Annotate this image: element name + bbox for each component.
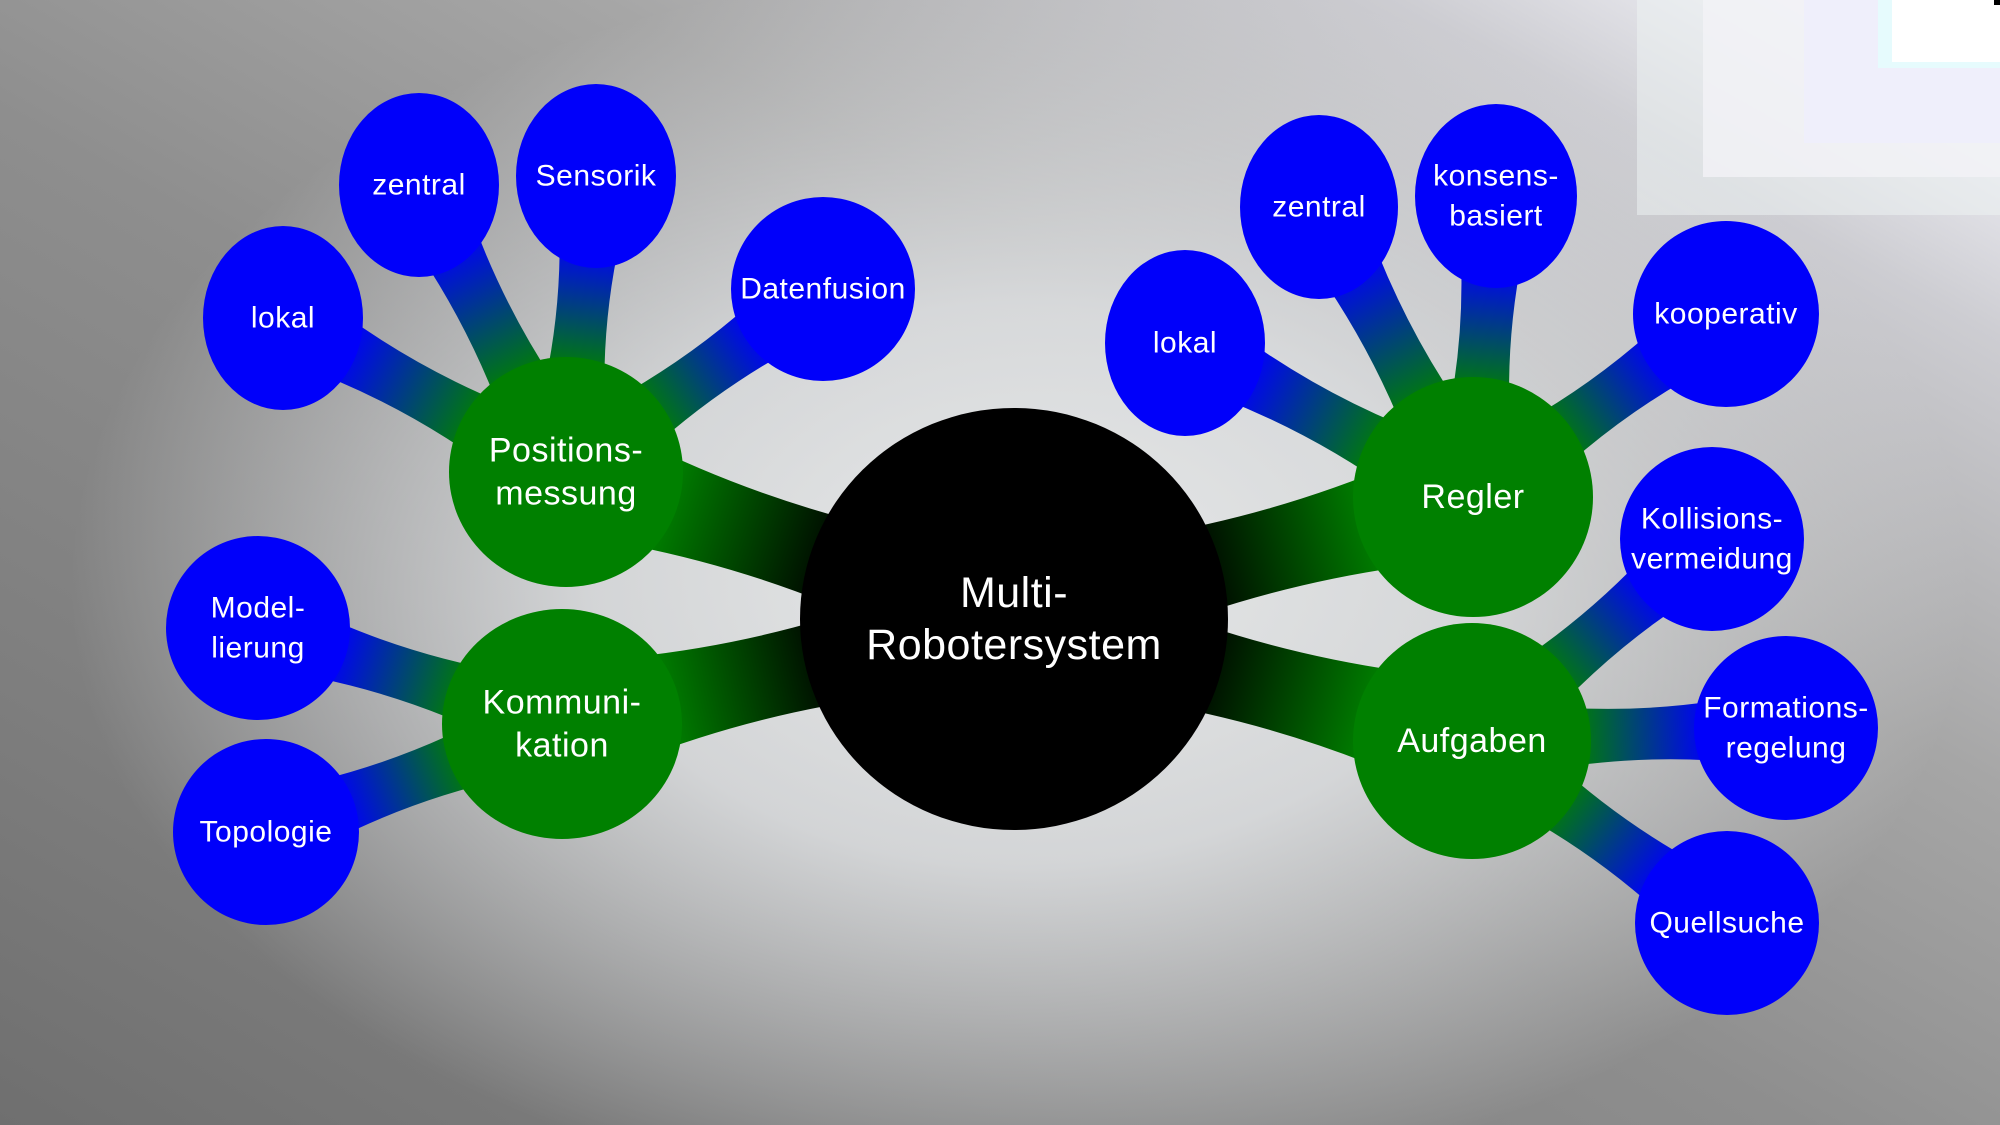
node-shape-kommunikation	[442, 609, 682, 839]
corner-artifact	[1994, 0, 2000, 5]
node-shape-positionsmessung	[449, 357, 683, 587]
node-shape-aufgaben	[1353, 623, 1591, 859]
node-zentral-links: zentral	[339, 93, 499, 277]
node-lokal-rechts: lokal	[1105, 250, 1265, 436]
node-label-zentral-links: zentral	[372, 169, 466, 202]
node-label-topologie: Topologie	[200, 816, 333, 849]
node-shape-zentral-links	[339, 93, 499, 277]
node-zentral-rechts: zentral	[1240, 115, 1398, 299]
node-shape-konsens-basiert	[1415, 104, 1577, 288]
node-label-konsens-basiert: konsens-basiert	[1433, 160, 1559, 233]
node-shape-kooperativ	[1633, 221, 1819, 407]
node-modellierung: Model-lierung	[166, 536, 350, 720]
node-label-modellierung: Model-lierung	[211, 592, 306, 665]
node-shape-multi-robotersystem	[800, 408, 1228, 830]
node-label-quellsuche: Quellsuche	[1649, 907, 1804, 940]
node-label-zentral-rechts: zentral	[1272, 191, 1366, 224]
node-shape-modellierung	[166, 536, 350, 720]
node-shape-zentral-rechts	[1240, 115, 1398, 299]
node-label-sensorik: Sensorik	[536, 160, 657, 193]
node-label-kollisionsvermeidung: Kollisions-vermeidung	[1631, 503, 1793, 576]
node-label-aufgaben: Aufgaben	[1397, 722, 1547, 760]
node-kooperativ: kooperativ	[1633, 221, 1819, 407]
node-label-lokal-links: lokal	[251, 302, 315, 335]
node-konsens-basiert: konsens-basiert	[1415, 104, 1577, 288]
node-label-kommunikation: Kommuni-kation	[483, 684, 642, 765]
node-sensorik: Sensorik	[516, 84, 676, 268]
node-shape-formationsregelung	[1694, 636, 1878, 820]
node-label-lokal-rechts: lokal	[1153, 327, 1217, 360]
node-shape-topologie	[173, 739, 359, 925]
node-formationsregelung: Formations-regelung	[1694, 636, 1878, 820]
node-quellsuche: Quellsuche	[1635, 831, 1819, 1015]
node-datenfusion: Datenfusion	[731, 197, 915, 381]
node-label-formationsregelung: Formations-regelung	[1703, 692, 1869, 765]
node-label-datenfusion: Datenfusion	[740, 273, 906, 306]
node-label-multi-robotersystem: Multi-Robotersystem	[866, 569, 1162, 669]
node-positionsmessung: Positions-messung	[449, 357, 683, 587]
node-regler: Regler	[1353, 377, 1593, 617]
corner-glow-white	[1892, 0, 2000, 62]
node-topologie: Topologie	[173, 739, 359, 925]
node-label-regler: Regler	[1421, 478, 1524, 516]
node-lokal-links: lokal	[203, 226, 363, 410]
node-shape-lokal-rechts	[1105, 250, 1265, 436]
node-kollisionsvermeidung: Kollisions-vermeidung	[1620, 447, 1804, 631]
node-shape-lokal-links	[203, 226, 363, 410]
node-label-kooperativ: kooperativ	[1654, 298, 1797, 331]
node-kommunikation: Kommuni-kation	[442, 609, 682, 839]
node-multi-robotersystem: Multi-Robotersystem	[800, 408, 1228, 830]
node-shape-sensorik	[516, 84, 676, 268]
node-shape-regler	[1353, 377, 1593, 617]
node-shape-datenfusion	[731, 197, 915, 381]
node-aufgaben: Aufgaben	[1353, 623, 1591, 859]
node-label-positionsmessung: Positions-messung	[489, 432, 643, 513]
node-shape-kollisionsvermeidung	[1620, 447, 1804, 631]
node-shape-quellsuche	[1635, 831, 1819, 1015]
